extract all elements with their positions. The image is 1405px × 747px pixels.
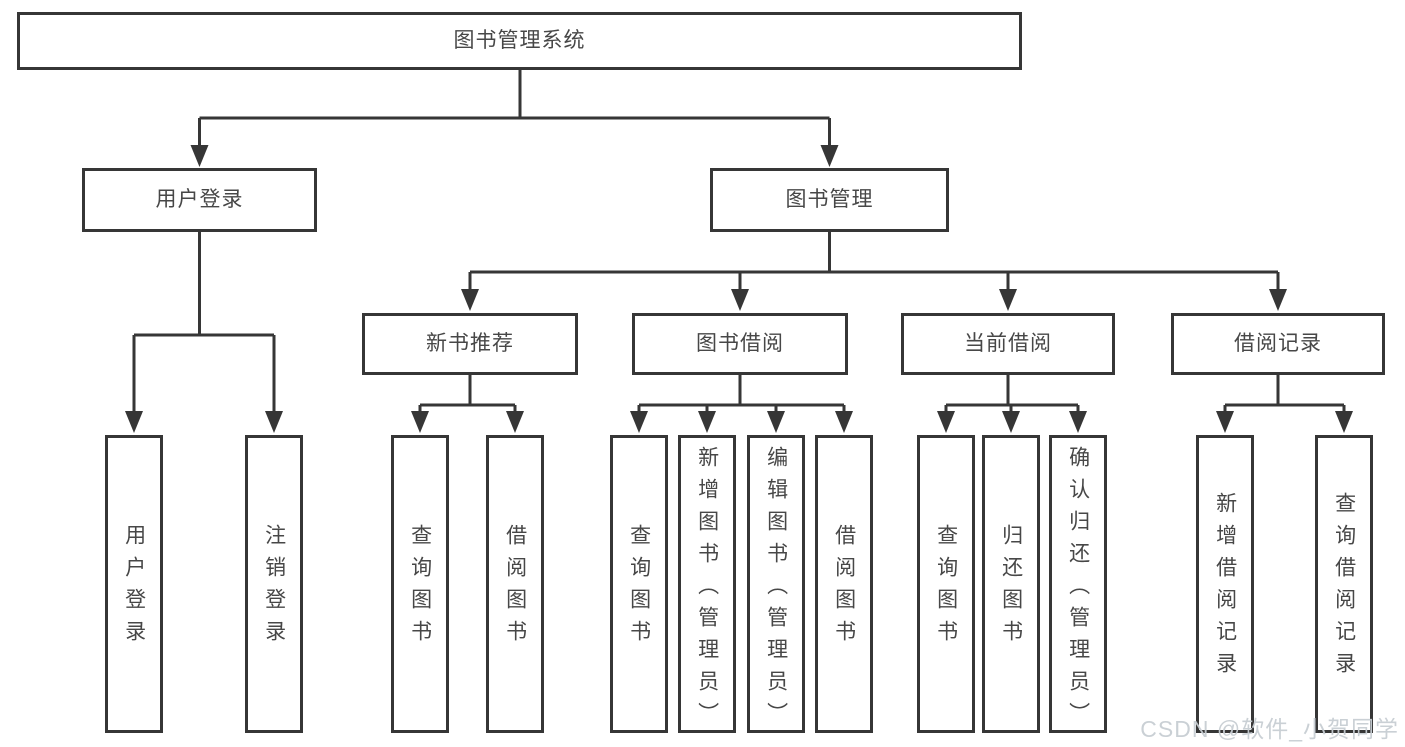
edge-currentborrow-to-leaves: [944, 375, 1080, 415]
leaf-logout: 注销登录: [245, 435, 303, 733]
leaf-add-borrow-record: 新增借阅记录: [1196, 435, 1254, 733]
edge-root-to-level1: [198, 70, 831, 149]
leaf-borrow-books: 借阅图书: [815, 435, 873, 733]
node-new-book-recommendation: 新书推荐: [362, 313, 578, 375]
leaf-query-books-current: 查询图书: [917, 435, 975, 733]
edge-userlogin-to-leaves: [132, 232, 276, 415]
edge-records-to-leaves: [1223, 375, 1346, 415]
node-current-borrowing: 当前借阅: [901, 313, 1115, 375]
csdn-watermark: CSDN @软件_小贺同学: [1140, 716, 1399, 742]
leaf-borrow-books-newbooks: 借阅图书: [486, 435, 544, 733]
leaf-add-books-admin: 新增图书（管理员）: [678, 435, 736, 734]
leaf-return-books: 归还图书: [982, 435, 1040, 733]
edge-newbooks-to-leaves: [418, 375, 517, 415]
leaf-query-books-newbooks: 查询图书: [391, 435, 449, 733]
node-root-system: 图书管理系统: [17, 12, 1022, 70]
edge-bookborrow-to-leaves: [637, 375, 846, 415]
leaf-query-borrow-record: 查询借阅记录: [1315, 435, 1373, 733]
edge-bookmgmt-to-level2: [468, 232, 1280, 293]
leaf-query-books-borrow: 查询图书: [610, 435, 668, 733]
node-book-borrowing: 图书借阅: [632, 313, 848, 375]
node-book-management-module: 图书管理: [710, 168, 949, 232]
node-borrowing-records: 借阅记录: [1171, 313, 1385, 375]
leaf-edit-books-admin: 编辑图书（管理员）: [747, 435, 805, 734]
leaf-confirm-return-admin: 确认归还（管理员）: [1049, 435, 1107, 734]
leaf-user-login: 用户登录: [105, 435, 163, 733]
node-user-login-module: 用户登录: [82, 168, 317, 232]
